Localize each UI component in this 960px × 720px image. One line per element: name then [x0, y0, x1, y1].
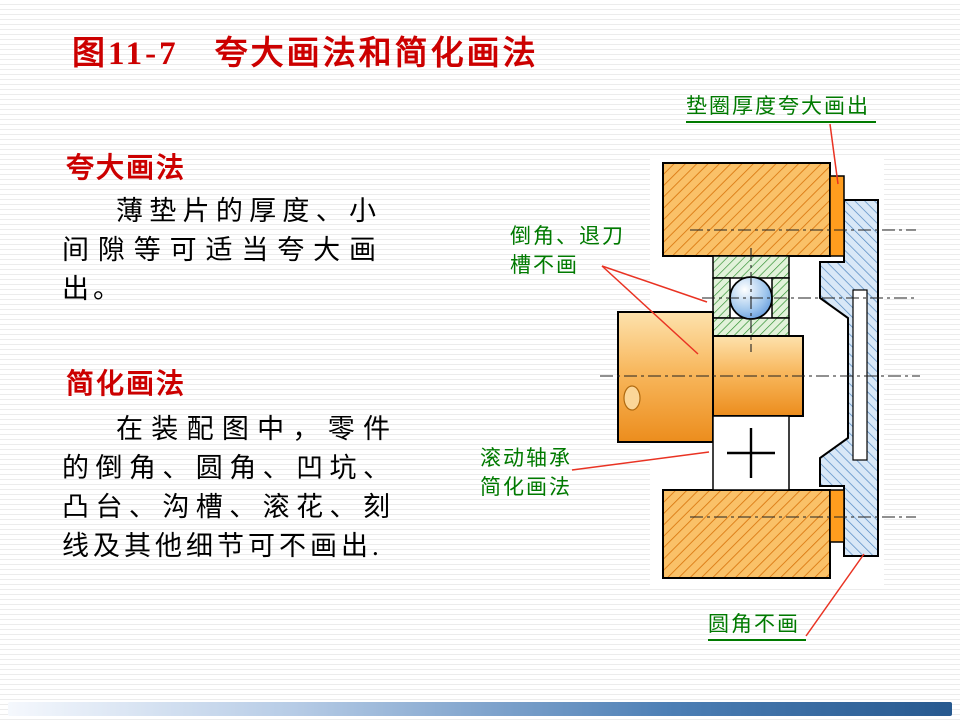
annotation-fillet-text: 圆角不画 [708, 612, 806, 641]
leader-gasket [829, 123, 839, 185]
bearing-cross-symbol [727, 428, 775, 478]
shaft-body [617, 311, 714, 443]
housing [662, 162, 831, 579]
annotation-rolling-bearing: 滚动轴承 简化画法 [480, 444, 572, 502]
end-cover-slot [852, 289, 868, 461]
simplified-bearing-box [712, 415, 790, 491]
shaft-fillet-detail [623, 385, 641, 411]
leader-lines [571, 123, 865, 637]
end-cover [819, 199, 879, 557]
footer-bar [8, 702, 952, 716]
bearing-inner-ring [712, 317, 790, 337]
gasket-top [829, 175, 845, 257]
annotation-chamfer: 倒角、退刀 槽不画 [510, 222, 625, 280]
bearing-outer-ring [712, 255, 790, 279]
bearing-ring-right [771, 277, 790, 319]
annotation-fillet: 圆角不画 [708, 610, 806, 641]
bearing-ball [729, 276, 773, 320]
slide-title: 图11-7 夸大画法和简化画法 [72, 36, 539, 72]
gasket [829, 175, 845, 543]
annotation-chamfer-line2: 槽不画 [510, 253, 579, 277]
heading-exaggerated-method: 夸大画法 [66, 153, 187, 184]
simplified-bearing [712, 415, 790, 491]
annotation-chamfer-line1: 倒角、退刀 [510, 224, 625, 248]
rolling-bearing [712, 255, 790, 337]
housing-top-section [662, 162, 831, 257]
leader-fillet [805, 553, 865, 637]
center-lines [600, 229, 920, 518]
gasket-bottom [829, 489, 845, 543]
shaft-step [712, 335, 804, 417]
end-cover-body [819, 199, 879, 557]
drawing-background [650, 156, 884, 586]
leader-simplified-bearing [571, 451, 710, 471]
paragraph-simplified-method: 在装配图中，零件的倒角、圆角、凹坑、凸台、沟槽、滚花、刻线及其他细节可不画出. [62, 414, 394, 561]
annotation-rolling-bearing-line2: 简化画法 [480, 475, 572, 499]
paragraph-exaggerated-method: 薄垫片的厚度、小间隙等可适当夸大画出。 [62, 196, 380, 304]
housing-bottom-section [662, 489, 831, 579]
bearing-ring-left [712, 277, 731, 319]
annotation-rolling-bearing-line1: 滚动轴承 [480, 446, 572, 470]
heading-simplified-method: 简化画法 [66, 369, 187, 400]
shaft [617, 311, 804, 443]
annotation-gasket-text: 垫圈厚度夸大画出 [686, 94, 876, 123]
annotation-gasket: 垫圈厚度夸大画出 [686, 92, 876, 123]
